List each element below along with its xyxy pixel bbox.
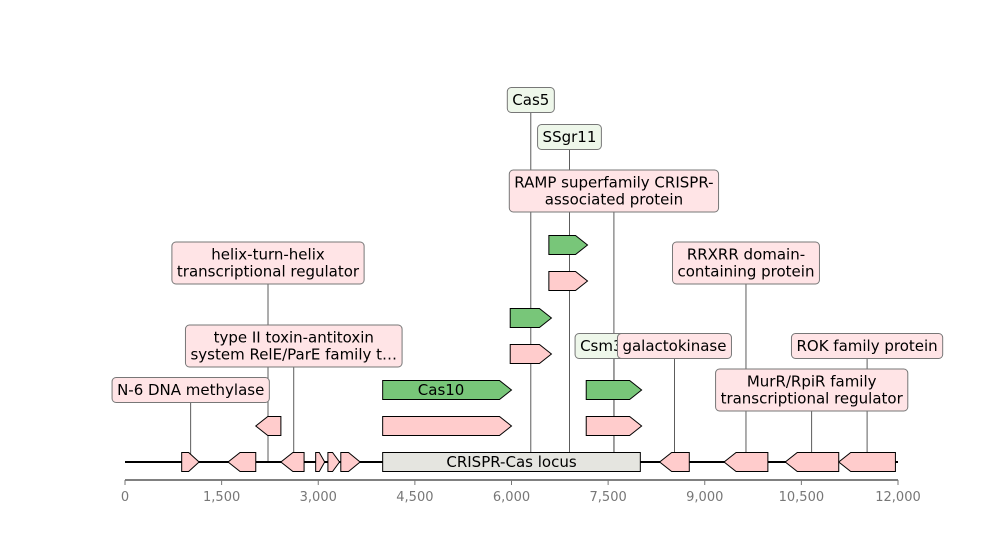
axis-tick-label: 9,000 (686, 490, 723, 505)
gene-arrow-2 (280, 452, 305, 472)
annotation-label-4: SSgr11 (537, 124, 602, 150)
gene-arrow-5 (340, 452, 361, 472)
gene-arrow-10 (509, 308, 553, 328)
axis-tick-label: 6,000 (493, 490, 530, 505)
gene-arrow-1 (227, 452, 257, 472)
gene-arrow-7 (382, 416, 513, 436)
annotation-label-7: galactokinase (616, 333, 732, 359)
annotation-text: RRXRR domain- (687, 246, 805, 264)
annotation-text: N-6 DNA methylase (117, 381, 264, 399)
axis-tick-label: 7,500 (590, 490, 627, 505)
crispr-cas-locus-box (382, 452, 641, 472)
gene-arrow-8 (382, 380, 513, 400)
annotation-text: associated protein (545, 191, 683, 209)
axis-tick-label: 0 (121, 490, 129, 505)
gene-arrow-11 (548, 271, 589, 291)
position-axis: 0 1,500 3,000 4,500 6,000 7,500 9,000 10,500 12,… (121, 479, 921, 505)
annotation-label-3: Cas5 (506, 87, 555, 113)
annotation-text: MurR/RpiR family (747, 373, 877, 391)
annotation-text: transcriptional regulator (721, 390, 904, 408)
annotation-label-0: N-6 DNA methylase (111, 377, 270, 403)
crispr-cas-locus-label: CRISPR-Cas locus (446, 453, 576, 471)
gene-arrow-0 (181, 452, 200, 472)
annotation-text: system RelE/ParE family t… (190, 346, 397, 364)
annotation-label-10: ROK family protein (790, 333, 944, 359)
annotation-text: Cas5 (512, 91, 549, 109)
annotation-label-8: RRXRR domain-containing protein (671, 241, 820, 285)
annotation-box (790, 333, 944, 359)
annotation-text: type II toxin-antitoxin (214, 329, 374, 347)
annotation-box (537, 124, 602, 150)
gene-arrow-12 (548, 235, 589, 255)
gene-arrow-3 (315, 452, 326, 472)
gene-arrow-6 (254, 416, 282, 436)
annotation-text: galactokinase (622, 337, 726, 355)
gene-arrow-18 (837, 452, 896, 472)
gene-arrow-9 (509, 344, 553, 364)
annotation-text: helix-turn-helix (211, 246, 325, 264)
annotation-label-5: RAMP superfamily CRISPR-associated prote… (508, 169, 720, 213)
axis-tick-label: 4,500 (396, 490, 433, 505)
gene-arrow-label: Cas10 (418, 381, 465, 399)
gene-arrow-16 (723, 452, 769, 472)
annotation-text: transcriptional regulator (177, 263, 360, 281)
annotation-text: containing protein (677, 263, 814, 281)
gene-arrow-4 (327, 452, 341, 472)
annotation-box (184, 324, 403, 368)
annotation-box (616, 333, 732, 359)
gene-arrow-13 (585, 416, 643, 436)
annotation-box (171, 241, 365, 285)
gene-arrow-17 (784, 452, 840, 472)
axis-tick-label: 10,500 (779, 490, 825, 505)
gene-arrow-15 (658, 452, 690, 472)
axis-tick-label: 12,000 (875, 490, 921, 505)
annotation-text: ROK family protein (796, 337, 937, 355)
gene-track: CRISPR-Cas locus Cas10 (125, 235, 898, 472)
annotation-box (671, 241, 820, 285)
annotation-labels: N-6 DNA methylase type II toxin-antitoxin… (111, 87, 944, 412)
annotation-box (508, 169, 720, 213)
annotation-text: RAMP superfamily CRISPR- (514, 174, 713, 192)
axis-tick-label: 3,000 (300, 490, 337, 505)
annotation-text: SSgr11 (543, 128, 597, 146)
annotation-box (506, 87, 555, 113)
annotation-box (111, 377, 270, 403)
annotation-box (715, 368, 909, 412)
gene-arrow-14 (585, 380, 643, 400)
axis-tick-label: 1,500 (203, 490, 240, 505)
